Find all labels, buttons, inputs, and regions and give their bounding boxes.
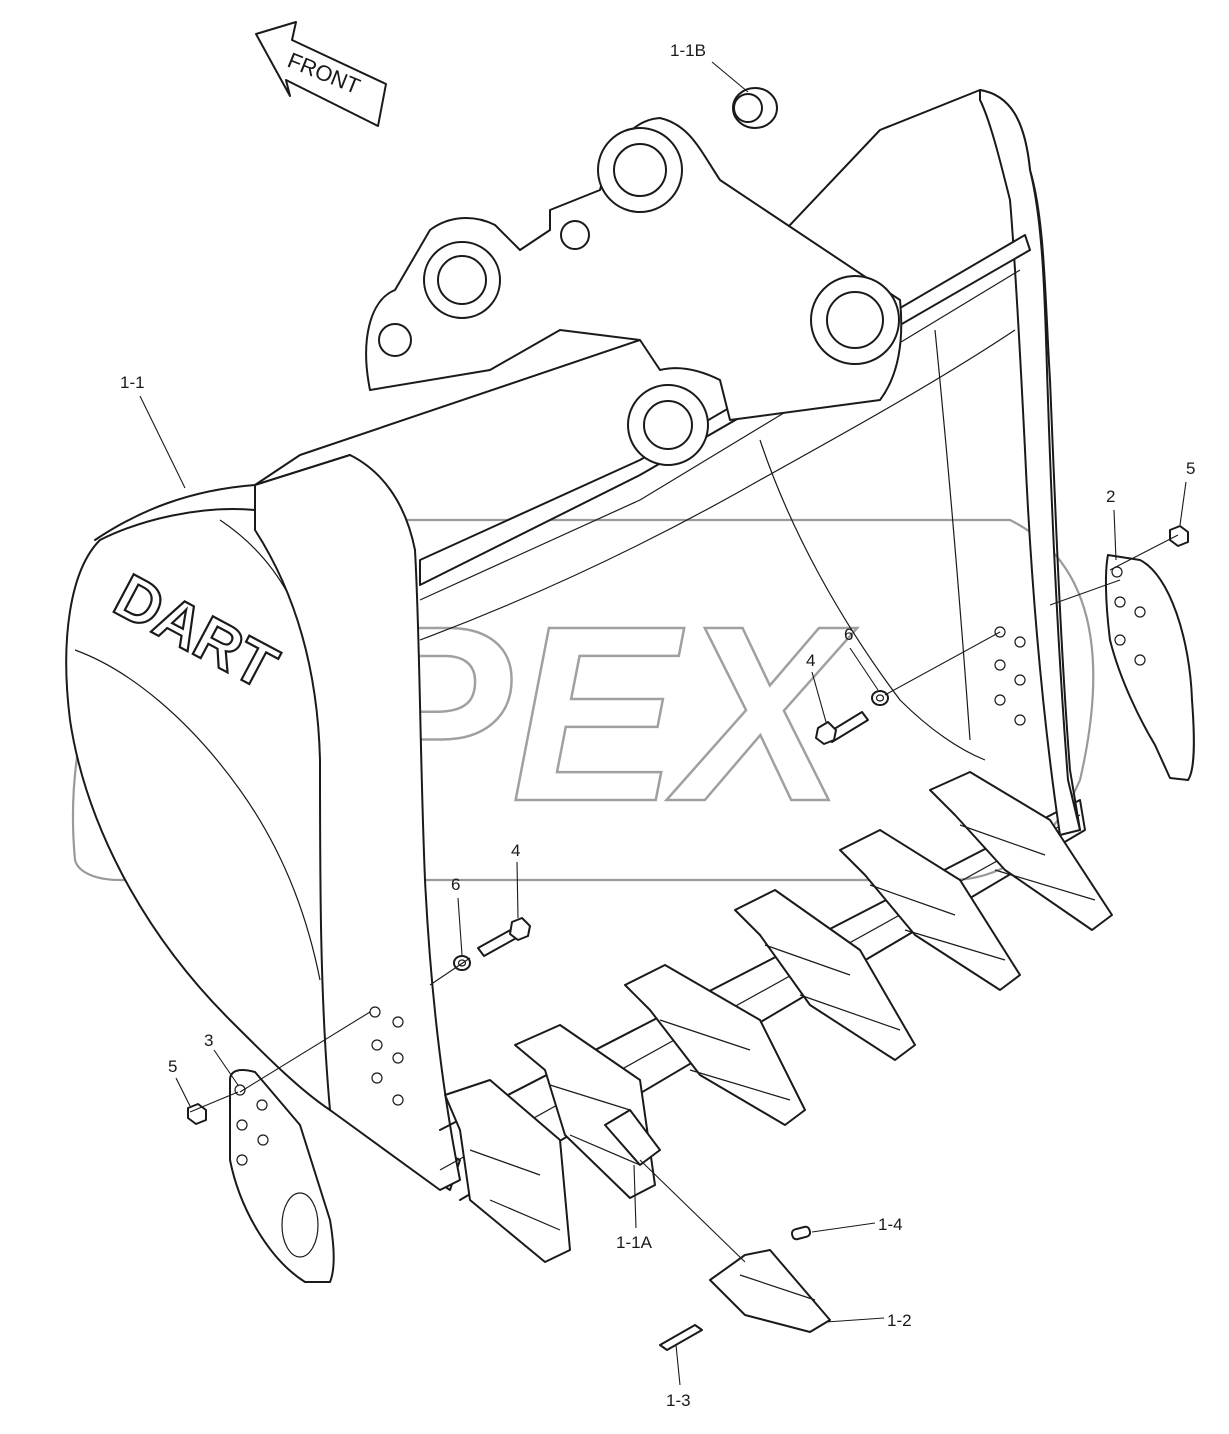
lock-1-4 [790,1225,812,1241]
callout-1-1: 1-1 [120,373,145,392]
callout-1-4: 1-4 [878,1215,903,1234]
callout-2: 2 [1106,487,1115,506]
bolt-holes [369,626,1026,1106]
callout-5-left: 5 [168,1057,177,1076]
callout-1-2: 1-2 [887,1311,912,1330]
callout-4-right: 4 [806,651,815,670]
pin-1-3 [659,1324,703,1351]
callout-6-left: 6 [451,875,460,894]
callout-6-right: 6 [844,625,853,644]
tooth-2 [514,1024,656,1199]
hinge-brackets [365,87,903,466]
hardware [187,525,1189,1125]
loose-tooth-1-2 [709,1249,831,1333]
leader-lines [139,61,1187,1386]
bucket-teeth [444,771,1113,1351]
callout-3: 3 [204,1031,213,1050]
callout-labels: 1-1B 1-1 5 2 6 4 6 4 3 5 1-1A 1-4 1-2 1-… [120,41,1195,1410]
front-arrow: FRONT [255,21,387,127]
tooth-4 [734,889,916,1061]
tooth-6 [929,771,1113,931]
side-cutter-3 [229,1069,335,1283]
tooth-3 [624,964,806,1126]
tooth-adapter-1-1A [604,1109,661,1166]
callout-4-left: 4 [511,841,520,860]
side-cutter-2 [1104,554,1195,781]
tooth-5 [839,829,1021,991]
callout-1-1B: 1-1B [670,41,706,60]
tooth-1 [444,1079,571,1263]
callout-1-3: 1-3 [666,1391,691,1410]
callout-1-1A: 1-1A [616,1233,653,1252]
callout-5-right: 5 [1186,459,1195,478]
